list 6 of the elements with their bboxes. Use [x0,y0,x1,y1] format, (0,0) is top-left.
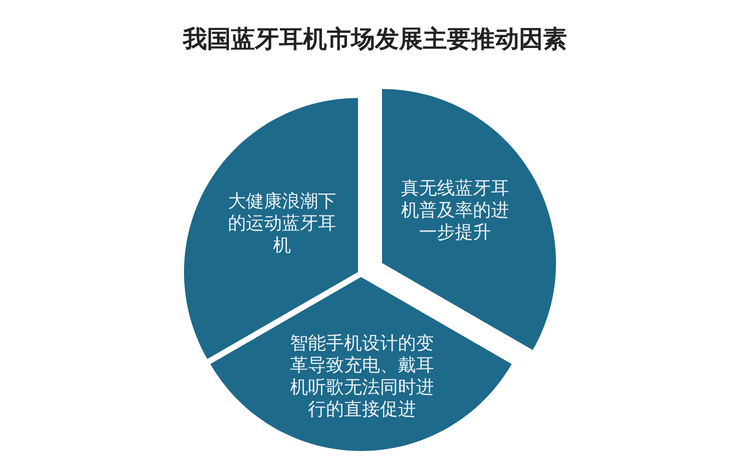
pie-segment [210,277,512,451]
chart-title: 我国蓝牙耳机市场发展主要推动因素 [183,25,567,55]
segment-text: 大健康浪潮下的运动蓝牙耳机 [227,190,337,256]
segment-text: 真无线蓝牙耳机普及率的进一步提升 [400,177,510,243]
pie-segment [382,89,556,350]
segment-text: 智能手机设计的变革导致充电、戴耳机听歌无法同时进行的直接促进 [289,332,435,420]
